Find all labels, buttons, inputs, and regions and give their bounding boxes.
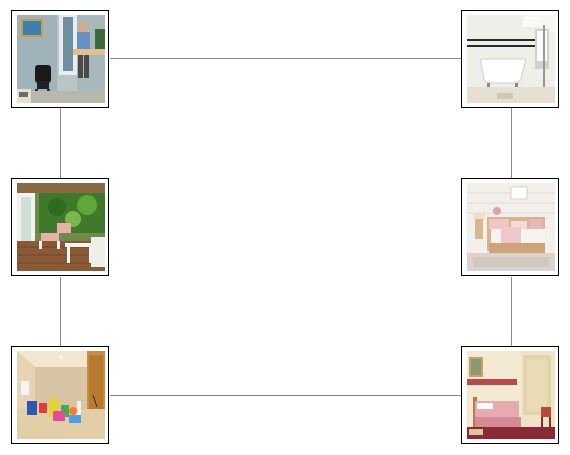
photo-thumbnail-office[interactable] [11,10,109,108]
photo-thumbnail-veranda[interactable] [11,178,109,276]
photo-thumbnail-bathroom[interactable] [461,10,559,108]
photo-thumbnail-playroom[interactable] [11,346,109,444]
playroom-photo [17,351,105,439]
office-photo [17,15,105,103]
bedroom-daybed-photo [467,183,555,271]
connector-right-lower [511,277,512,346]
connector-left-upper [60,108,61,178]
photo-thumbnail-bedroom-single[interactable] [461,346,559,444]
connector-right-upper [511,108,512,178]
veranda-photo [17,183,105,271]
connector-left-lower [60,277,61,346]
photo-thumbnail-bedroom-daybed[interactable] [461,178,559,276]
bedroom-single-photo [467,351,555,439]
connector-top [110,58,461,59]
connector-bottom [110,395,461,396]
bathroom-photo [467,15,555,103]
